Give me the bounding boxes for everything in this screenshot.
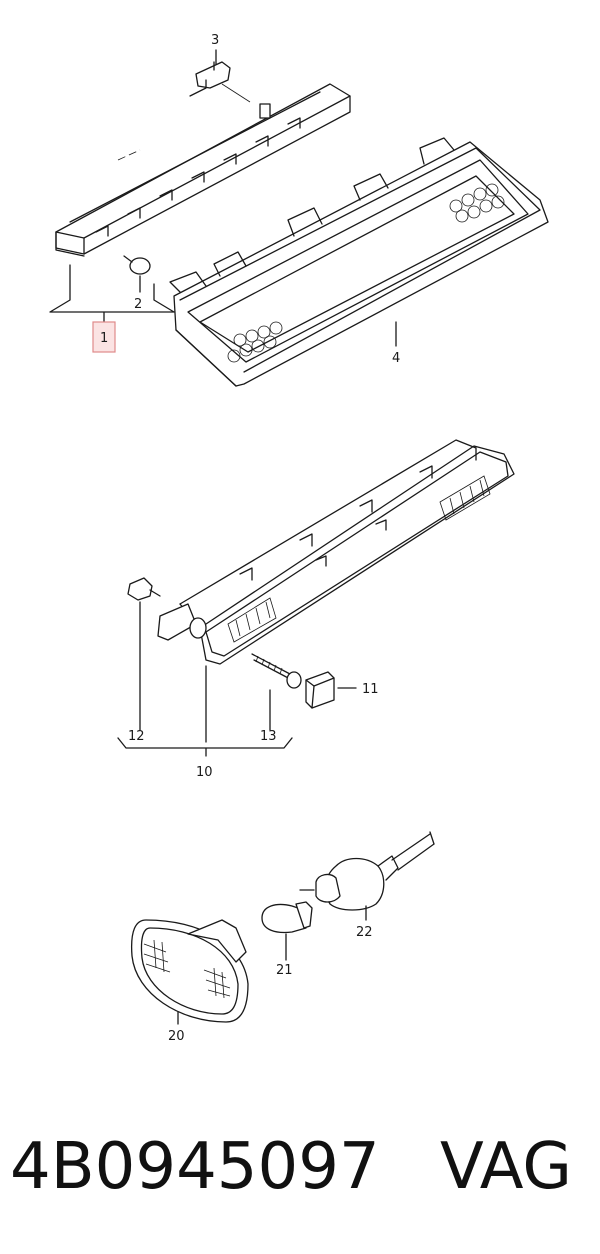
callout-12: 12 [128,729,145,744]
bracket-10 [117,737,293,757]
honeycomb-right [449,183,505,223]
clip-part-3 [189,49,231,97]
callout-22: 22 [356,925,373,940]
callout-10: 10 [196,765,213,780]
brake-light-assembly-10 [117,439,515,757]
callout-20: 20 [168,1029,185,1044]
side-marker-assembly [130,831,435,1025]
socket-part-22 [299,831,435,921]
callout-3: 3 [211,33,219,48]
bracket-1 [49,264,175,323]
cap-part-11 [305,671,357,709]
screw-part-13 [251,653,302,731]
callout-4: 4 [392,351,400,366]
bulb-part-21 [261,901,313,961]
callout-13: 13 [260,729,277,744]
honeycomb-left [227,321,283,363]
callout-2: 2 [134,297,142,312]
side-marker-lens-20 [130,919,249,1025]
cover-part-4 [169,137,549,387]
callout-1-highlight [92,321,116,353]
brand-name: VAG [440,1130,572,1204]
clip-part-12 [127,577,161,731]
lamp-housing [157,439,515,665]
callout-1: 1 [100,331,108,346]
callout-11: 11 [362,682,379,697]
part-number: 4B0945097 [10,1130,380,1204]
bulb-part-2 [123,255,151,293]
brake-light-assembly-1 [49,49,549,387]
callout-21: 21 [276,963,293,978]
light-bar-housing [55,83,351,257]
